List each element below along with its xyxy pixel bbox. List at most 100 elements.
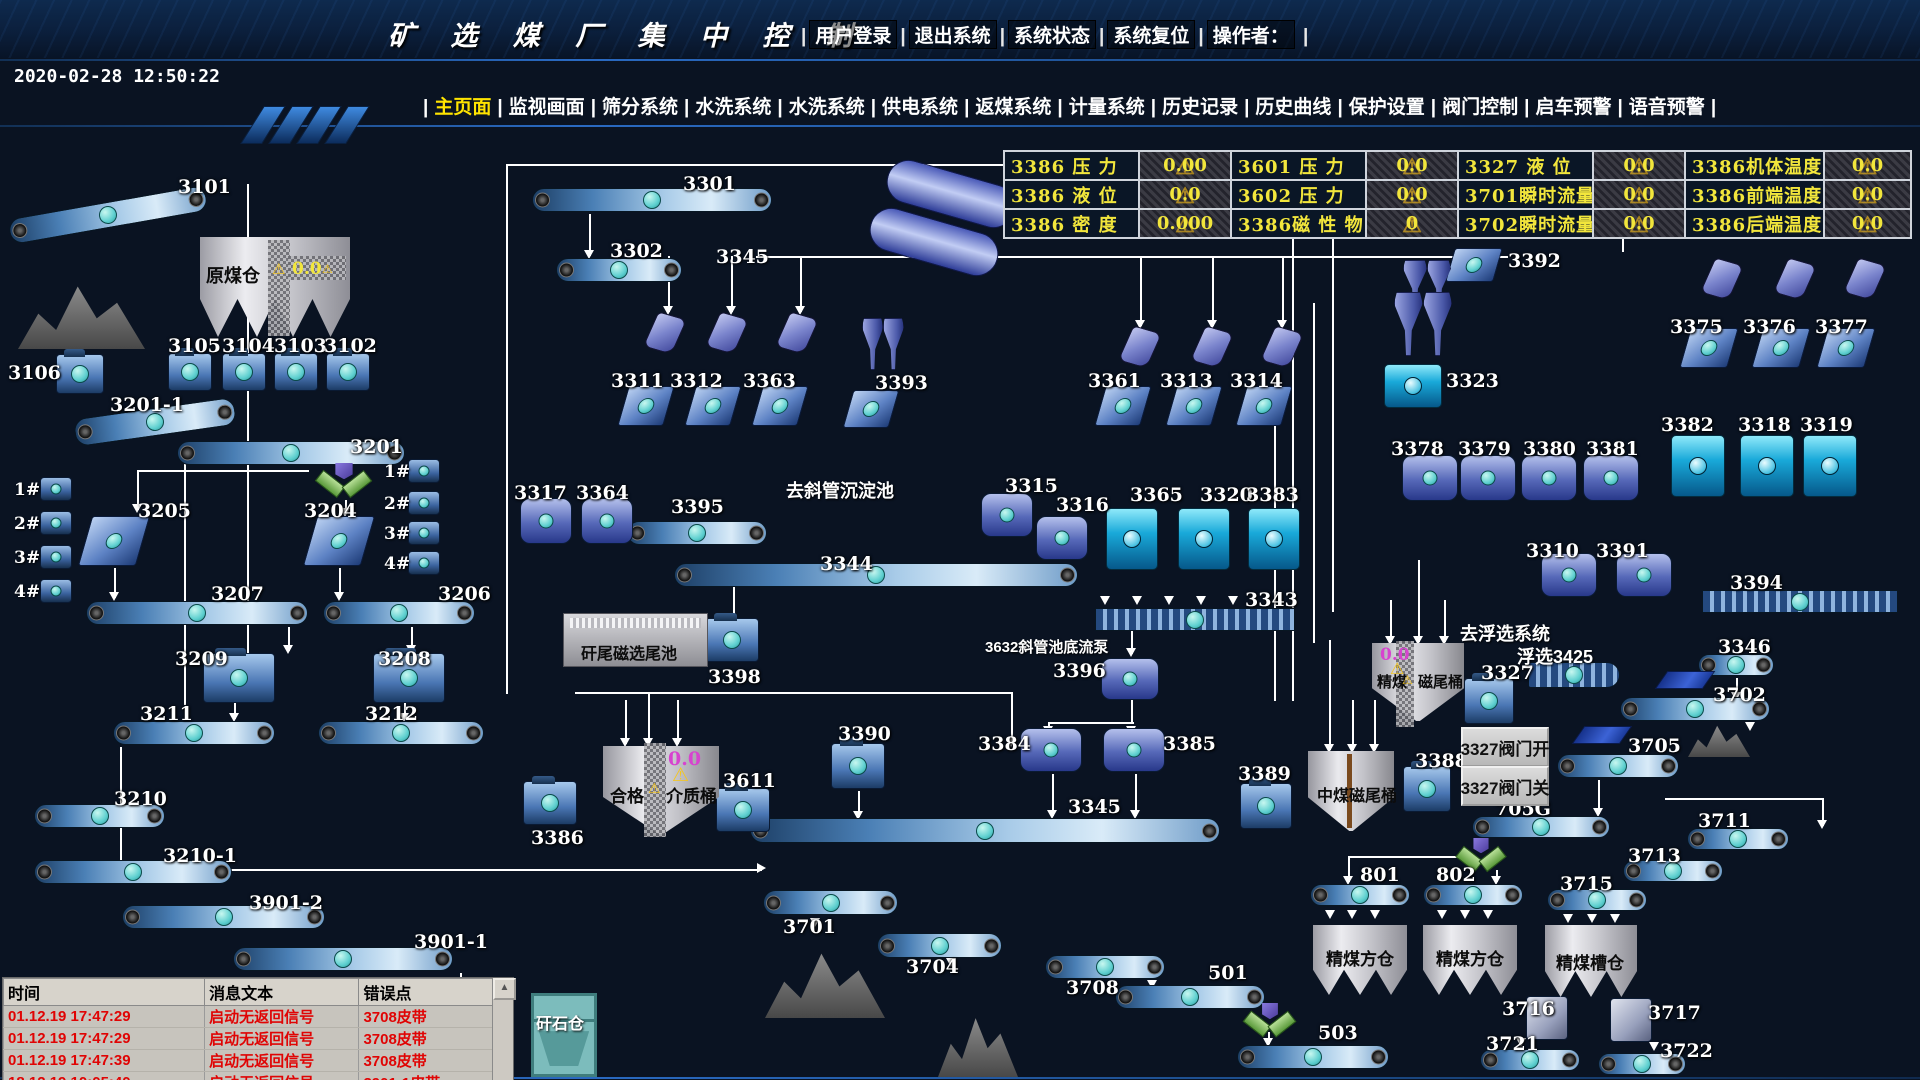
equipment-3384[interactable] (1020, 728, 1082, 772)
nav-item-3[interactable]: 筛分系统 (602, 97, 679, 118)
menu-item-1[interactable]: 用户登录 (809, 20, 898, 49)
equipment-fine-bunker-1[interactable] (1313, 925, 1407, 995)
equipment-3713[interactable] (1623, 860, 1723, 882)
equipment-3320[interactable] (1178, 508, 1230, 570)
equipment-ch9[interactable] (1842, 257, 1888, 301)
equipment-3102[interactable] (326, 348, 370, 391)
equipment-3383[interactable] (1248, 508, 1300, 570)
equipment-3379[interactable] (1460, 455, 1516, 501)
valve-close-button[interactable]: 3327阀门关 (1461, 766, 1549, 806)
nav-item-1[interactable]: 主页面 (434, 97, 492, 118)
equipment-ch4[interactable] (1117, 325, 1163, 369)
equipment-3319[interactable] (1803, 435, 1857, 497)
equipment-3314[interactable] (1235, 386, 1293, 426)
equipment-pL4[interactable] (40, 579, 72, 603)
equipment-3346[interactable] (1698, 654, 1774, 676)
equipment-3106[interactable] (56, 349, 104, 394)
nav-item-6[interactable]: 供电系统 (882, 97, 959, 118)
equipment-fine-bunker-2[interactable] (1423, 925, 1517, 995)
menu-item-5[interactable]: 操作者： (1206, 20, 1295, 49)
equipment-ch5[interactable] (1189, 325, 1235, 369)
equipment-3301[interactable] (532, 188, 772, 212)
equipment-3105[interactable] (168, 348, 212, 391)
valve-open-button[interactable]: 3327阀门开 (1461, 727, 1549, 767)
equipment-3704[interactable] (877, 933, 1002, 958)
equipment-3717[interactable] (1610, 998, 1652, 1042)
equipment-3389[interactable] (1240, 778, 1292, 829)
equipment-3206[interactable] (323, 601, 475, 625)
equipment-hatch4[interactable] (1396, 641, 1414, 727)
equipment-hatch3[interactable] (644, 743, 666, 837)
equipment-3327[interactable] (1464, 673, 1514, 724)
equipment-s3393[interactable] (842, 390, 900, 428)
alarm-row[interactable]: 18.12.19 10:05:40启动无返回信号3901-1皮带 (2, 1071, 493, 1080)
equipment-3201[interactable] (177, 441, 405, 465)
equipment-3103[interactable] (274, 348, 318, 391)
equipment-3395[interactable] (627, 521, 767, 545)
equipment-pile1[interactable] (18, 286, 145, 349)
alarm-scrollbar[interactable]: ▲ (492, 978, 516, 1080)
nav-item-5[interactable]: 水洗系统 (788, 97, 865, 118)
equipment-pile2[interactable] (765, 953, 885, 1018)
equipment-pL1[interactable] (40, 477, 72, 501)
equipment-3323[interactable] (1384, 364, 1442, 408)
equipment-pL3[interactable] (40, 545, 72, 569)
equipment-3386[interactable] (523, 776, 577, 825)
equipment-gate2[interactable] (1654, 671, 1716, 689)
equipment-pR2[interactable] (408, 491, 440, 515)
equipment-802[interactable] (1423, 884, 1523, 906)
nav-item-2[interactable]: 监视画面 (508, 97, 585, 118)
equipment-pile3[interactable] (938, 1018, 1018, 1077)
equipment-3390[interactable] (831, 738, 885, 789)
equipment-3316[interactable] (1036, 516, 1088, 560)
equipment-3716[interactable] (1526, 996, 1568, 1040)
equipment-3385[interactable] (1103, 728, 1165, 772)
nav-item-4[interactable]: 水洗系统 (695, 97, 772, 118)
equipment-3104[interactable] (222, 348, 266, 391)
equipment-3317[interactable] (520, 498, 572, 544)
equipment-3302[interactable] (556, 258, 682, 282)
equipment-3318[interactable] (1740, 435, 1794, 497)
equipment-3210-1[interactable] (34, 860, 232, 884)
equipment-3901-2[interactable] (122, 905, 325, 929)
equipment-gangue-bin[interactable] (531, 993, 597, 1077)
equipment-3361[interactable] (1094, 386, 1152, 426)
menu-item-2[interactable]: 退出系统 (908, 20, 997, 49)
equipment-3310[interactable] (1541, 553, 1597, 597)
nav-item-13[interactable]: 启车预警 (1535, 97, 1612, 118)
equipment-3391[interactable] (1616, 553, 1672, 597)
equipment-ysplit2[interactable] (1455, 838, 1507, 872)
equipment-ch1[interactable] (642, 311, 688, 355)
equipment-3702[interactable] (1620, 697, 1770, 721)
equipment-gate1[interactable] (1571, 726, 1633, 744)
equipment-3393[interactable] (862, 318, 904, 370)
equipment-3210[interactable] (34, 804, 165, 828)
nav-item-7[interactable]: 返煤系统 (975, 97, 1052, 118)
equipment-ch2[interactable] (704, 311, 750, 355)
equipment-3394[interactable] (1702, 590, 1898, 613)
equipment-3425[interactable] (1528, 662, 1620, 688)
equipment-3311[interactable] (617, 386, 675, 426)
equipment-3396[interactable] (1101, 658, 1159, 700)
equipment-pR4[interactable] (408, 551, 440, 575)
equipment-3343[interactable] (1095, 608, 1295, 631)
equipment-hatch2[interactable] (288, 256, 346, 280)
equipment-3392[interactable] (1445, 248, 1503, 282)
equipment-503[interactable] (1237, 1045, 1389, 1069)
nav-item-12[interactable]: 阀门控制 (1442, 97, 1519, 118)
equipment-3708[interactable] (1045, 955, 1165, 979)
equipment-3205[interactable] (77, 516, 151, 566)
equipment-801[interactable] (1310, 884, 1410, 906)
equipment-3901-1[interactable] (233, 947, 453, 971)
equipment-pile4[interactable] (1688, 725, 1750, 757)
equipment-3382[interactable] (1671, 435, 1725, 497)
equipment-3315[interactable] (981, 493, 1033, 537)
equipment-3209[interactable] (203, 648, 275, 703)
equipment-3705[interactable] (1557, 754, 1679, 778)
equipment-pR1[interactable] (408, 459, 440, 483)
equipment-3313[interactable] (1165, 386, 1223, 426)
nav-item-9[interactable]: 历史记录 (1162, 97, 1239, 118)
equipment-ch3[interactable] (774, 311, 820, 355)
equipment-3398[interactable] (705, 613, 759, 662)
